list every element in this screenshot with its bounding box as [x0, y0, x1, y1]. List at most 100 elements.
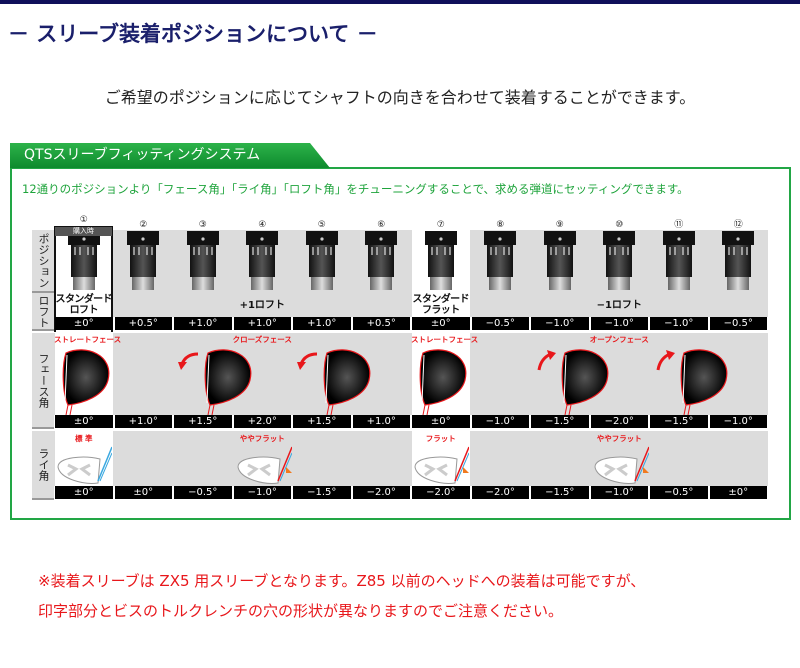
face-angle-value: ±0°: [55, 415, 113, 428]
note-line-1: ※装着スリーブは ZX5 用スリーブとなります。Z85 以前のヘッドへの装着は可…: [38, 572, 646, 590]
page-title: － スリーブ装着ポジションについて －: [8, 22, 378, 46]
top-bar: [0, 0, 800, 4]
lie-angle-value: −2.0°: [412, 486, 470, 499]
position-number: ①: [79, 215, 88, 225]
fitting-panel: [10, 167, 791, 520]
rotate-closed-arrow-icon: [178, 352, 199, 370]
driver-head-face-icon: [62, 349, 110, 415]
sleeve-icon: [424, 231, 457, 290]
loft-group-label: +1ロフト: [239, 300, 285, 311]
loft-value: −0.5°: [471, 317, 529, 330]
lie-group-label: ややフラット: [596, 434, 642, 443]
lie-angle-value: −2.0°: [471, 486, 529, 499]
sleeve-icon: [186, 231, 219, 290]
lie-group-label: フラット: [425, 434, 456, 443]
sleeve-icon: [127, 231, 160, 290]
row-label-face: フェース角: [32, 333, 54, 429]
row-background: [54, 230, 768, 293]
lie-group-label: 標 準: [74, 434, 93, 443]
loft-value: +1.0°: [293, 317, 351, 330]
lie-angle-value: −1.5°: [293, 486, 351, 499]
lie-angle-value: ±0°: [114, 486, 172, 499]
face-angle-value: −1.5°: [650, 415, 708, 428]
position-number: ⑥: [377, 220, 386, 230]
lie-angle-value: −0.5°: [174, 486, 232, 499]
loft-value: ±0°: [55, 317, 113, 330]
lie-group-label: ややフラット: [239, 434, 285, 443]
sleeve-icon: [484, 231, 517, 290]
panel-lead-text: 12通りのポジションより「フェース角」「ライ角」「ロフト角」をチューニングするこ…: [22, 182, 689, 196]
loft-value: −1.0°: [590, 317, 648, 330]
sleeve-icon: [365, 231, 398, 290]
loft-group-label: スタンダードフラット: [412, 294, 470, 316]
lie-angle-head-icon: [57, 446, 112, 484]
note-line-2: 印字部分とビスのトルクレンチの穴の形状が異なりますのでご注意ください。: [38, 602, 564, 620]
position-number: ⑨: [555, 220, 564, 230]
face-angle-value: −1.0°: [471, 415, 529, 428]
face-angle-value: ±0°: [412, 415, 470, 428]
panel-tab-title: QTSスリーブフィッティングシステム: [10, 143, 330, 168]
loft-value: −1.0°: [531, 317, 589, 330]
face-group-label: ストレートフェース: [411, 335, 479, 344]
position-number: ⑦: [436, 220, 445, 230]
sleeve-icon: [722, 231, 755, 290]
face-angle-value: −2.0°: [590, 415, 648, 428]
loft-value: +0.5°: [352, 317, 410, 330]
sleeve-icon: [67, 231, 100, 290]
lie-angle-value: ±0°: [709, 486, 767, 499]
driver-head-face-icon: [323, 349, 371, 415]
lie-angle-value: −2.0°: [352, 486, 410, 499]
face-group-label: クローズフェース: [232, 335, 292, 344]
loft-group-label: −1ロフト: [596, 300, 642, 311]
face-angle-value: +1.0°: [114, 415, 172, 428]
loft-value: +1.0°: [233, 317, 291, 330]
lie-angle-head-icon: [594, 446, 650, 484]
rotate-open-arrow-icon: [537, 350, 556, 371]
face-angle-value: −1.5°: [531, 415, 589, 428]
lie-angle-head-icon: [237, 446, 293, 484]
sleeve-icon: [603, 231, 636, 290]
purchase-badge: 購入時: [55, 227, 112, 236]
position-number: ②: [139, 220, 148, 230]
sleeve-icon: [246, 231, 279, 290]
loft-value: ±0°: [412, 317, 470, 330]
lie-angle-value: −1.5°: [531, 486, 589, 499]
position-number: ⑫: [733, 220, 743, 230]
driver-head-face-icon: [419, 349, 467, 415]
standard-cell-highlight: [55, 293, 113, 317]
driver-head-face-icon: [561, 349, 609, 415]
sleeve-icon: [543, 231, 576, 290]
row-label-position: ポジション: [32, 230, 54, 293]
position-number: ⑪: [674, 220, 684, 230]
lie-angle-value: −0.5°: [650, 486, 708, 499]
sleeve-icon: [305, 231, 338, 290]
face-angle-value: +1.0°: [352, 415, 410, 428]
face-angle-value: −1.0°: [709, 415, 767, 428]
position-number: ⑤: [317, 220, 326, 230]
loft-value: +1.0°: [174, 317, 232, 330]
loft-value: +0.5°: [114, 317, 172, 330]
face-angle-value: +2.0°: [233, 415, 291, 428]
face-angle-value: +1.5°: [174, 415, 232, 428]
lie-angle-value: ±0°: [55, 486, 113, 499]
position-number: ⑧: [496, 220, 505, 230]
driver-head-face-icon: [204, 349, 252, 415]
row-background: [54, 431, 768, 486]
row-background: [54, 293, 768, 317]
position-number: ⑩: [615, 220, 624, 230]
position-number: ③: [198, 220, 207, 230]
intro-text: ご希望のポジションに応じてシャフトの向きを合わせて装着することができます。: [104, 88, 696, 107]
face-group-label: オープンフェース: [589, 335, 649, 344]
face-angle-value: +1.5°: [293, 415, 351, 428]
row-background: [54, 333, 768, 415]
driver-head-face-icon: [680, 349, 728, 415]
loft-group-label: スタンダードロフト: [55, 294, 113, 316]
row-label-loft: ロフト: [32, 293, 54, 331]
sleeve-icon: [662, 231, 695, 290]
loft-value: −1.0°: [650, 317, 708, 330]
lie-angle-head-icon: [414, 446, 469, 484]
loft-value: −0.5°: [709, 317, 767, 330]
rotate-closed-arrow-icon: [297, 352, 318, 370]
position-number: ④: [258, 220, 267, 230]
standard-cell-highlight: [412, 293, 470, 317]
